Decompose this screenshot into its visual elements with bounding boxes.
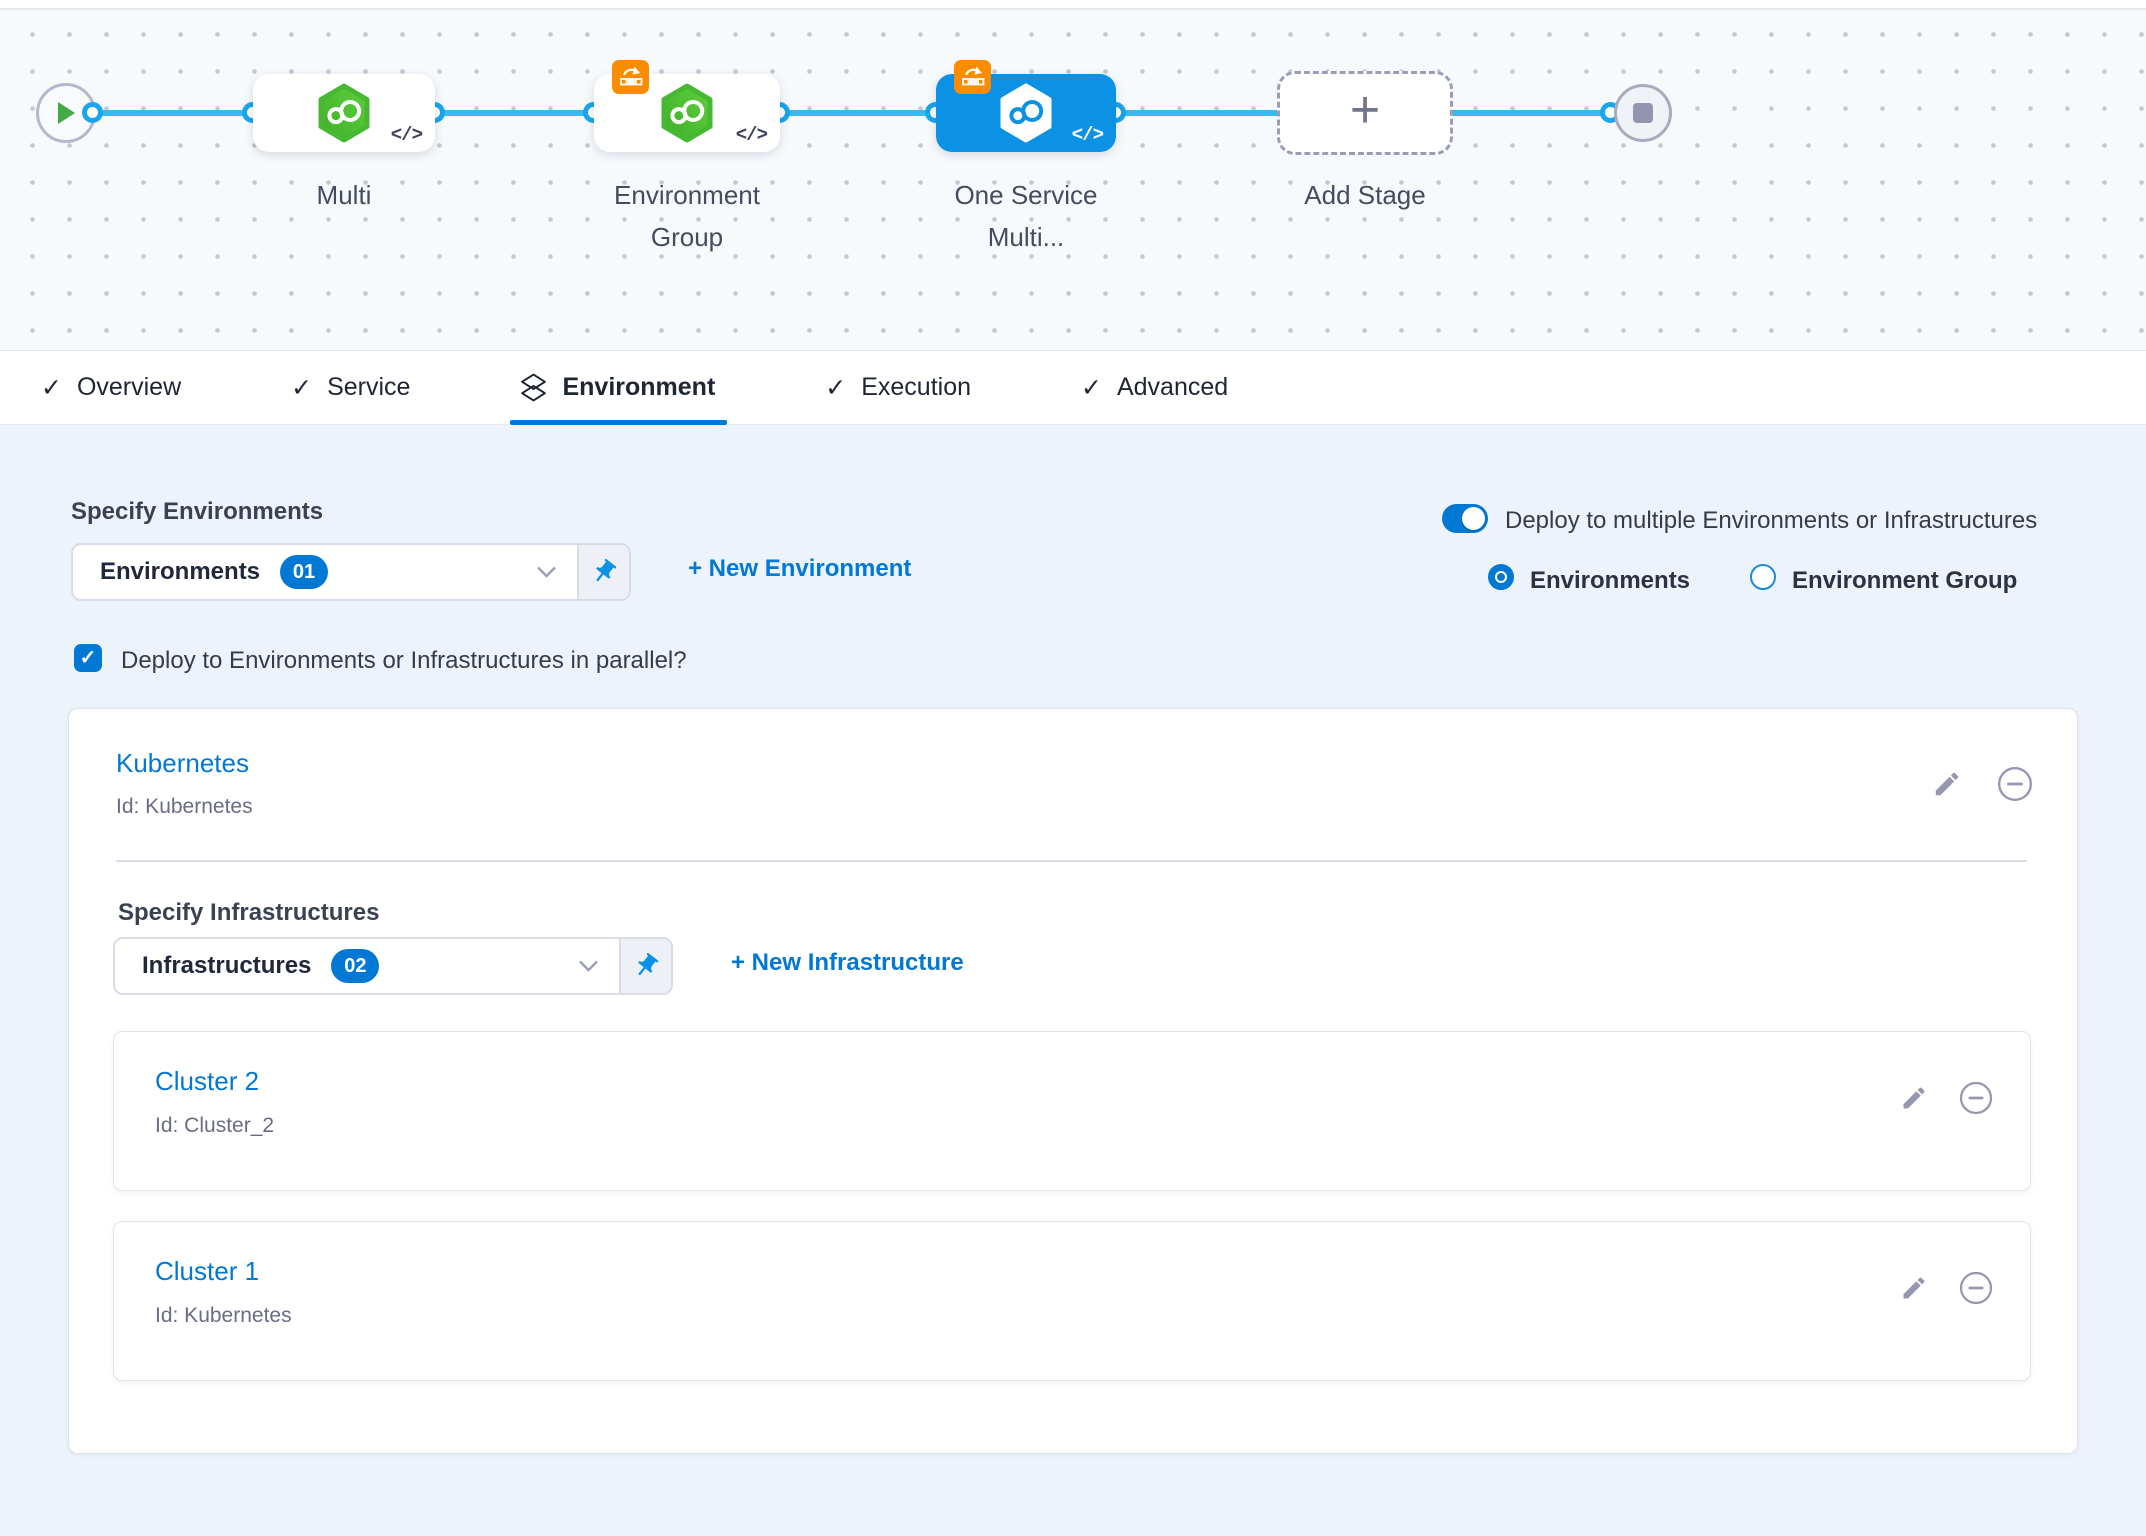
check-icon: ✓ bbox=[291, 373, 313, 402]
tab-overview[interactable]: ✓ Overview bbox=[41, 351, 181, 424]
rolling-deployment-badge-icon bbox=[612, 60, 649, 94]
infrastructure-name-link[interactable]: Cluster 1 bbox=[155, 1256, 260, 1286]
specify-environments-label: Specify Environments bbox=[71, 498, 324, 525]
tab-label: Advanced bbox=[1116, 373, 1229, 401]
pin-icon bbox=[638, 952, 659, 976]
play-icon bbox=[58, 102, 75, 124]
tab-service[interactable]: ✓ Service bbox=[291, 351, 410, 424]
pencil-icon bbox=[1903, 1277, 1925, 1299]
parallel-deploy-checkbox[interactable]: ✓ bbox=[74, 644, 102, 672]
chevron-down-icon bbox=[536, 566, 557, 579]
stage-label-environment-group: Environment Group bbox=[614, 180, 760, 252]
tab-environment[interactable]: Environment bbox=[510, 351, 728, 425]
yaml-code-icon: </> bbox=[735, 124, 768, 146]
deployment-stage-icon bbox=[318, 83, 370, 143]
pencil-icon bbox=[1903, 1087, 1925, 1109]
connector-port bbox=[82, 102, 103, 123]
infrastructures-select-value[interactable]: Infrastructures 02 bbox=[115, 939, 619, 993]
infrastructure-name-link[interactable]: Cluster 2 bbox=[155, 1066, 260, 1096]
remove-infrastructure-button[interactable] bbox=[1958, 1270, 1994, 1306]
chevron-down-icon bbox=[578, 960, 599, 973]
yaml-code-icon: </> bbox=[390, 124, 423, 146]
specify-infrastructures-label: Specify Infrastructures bbox=[118, 899, 380, 926]
environment-name-link[interactable]: Kubernetes bbox=[116, 748, 249, 778]
environment-layers-icon bbox=[521, 373, 547, 402]
stage-node-one-service-multi[interactable]: </> bbox=[936, 60, 1116, 152]
radio-environments-label[interactable]: Environments bbox=[1530, 567, 1691, 594]
radio-environment-group[interactable] bbox=[1750, 564, 1776, 590]
pipeline-end-node[interactable] bbox=[1614, 84, 1672, 142]
infrastructure-id: Id: Kubernetes bbox=[155, 1304, 292, 1327]
infrastructures-count-badge: 02 bbox=[331, 949, 380, 983]
rolling-deployment-badge-icon bbox=[954, 60, 991, 94]
pin-icon bbox=[596, 558, 617, 582]
card-divider bbox=[116, 860, 2027, 862]
pin-infrastructures-button[interactable] bbox=[619, 939, 671, 993]
minus-circle-icon bbox=[1997, 766, 2033, 802]
tab-execution[interactable]: ✓ Execution bbox=[825, 351, 971, 424]
parallel-deploy-checkbox-label[interactable]: Deploy to Environments or Infrastructure… bbox=[121, 647, 687, 674]
tab-label: Overview bbox=[76, 373, 182, 401]
toggle-knob bbox=[1462, 507, 1485, 530]
infrastructure-card: Cluster 1 Id: Kubernetes bbox=[113, 1221, 2031, 1381]
environments-count-badge: 01 bbox=[280, 555, 329, 589]
pencil-icon bbox=[1935, 772, 1959, 796]
stage-node-multi[interactable]: </> bbox=[253, 74, 435, 152]
deploy-multiple-toggle[interactable] bbox=[1442, 504, 1488, 533]
deployment-stage-icon bbox=[1000, 83, 1052, 143]
add-stage-button[interactable]: + bbox=[1277, 71, 1453, 155]
edit-environment-button[interactable] bbox=[1932, 769, 1962, 799]
stage-config-tabs: ✓ Overview ✓ Service Environment ✓ Execu… bbox=[0, 351, 2146, 425]
check-icon: ✓ bbox=[79, 647, 97, 669]
stage-node-environment-group[interactable]: </> bbox=[594, 60, 780, 152]
top-divider-bar bbox=[0, 0, 2146, 10]
new-infrastructure-link[interactable]: + New Infrastructure bbox=[731, 949, 964, 976]
stage-label-add-stage: Add Stage bbox=[1304, 180, 1426, 210]
edit-infrastructure-button[interactable] bbox=[1900, 1084, 1928, 1112]
infrastructure-id: Id: Cluster_2 bbox=[155, 1114, 275, 1137]
stage-label-one-service-multi: One Service Multi... bbox=[954, 180, 1098, 252]
environment-card: Kubernetes Id: Kubernetes Specify Infras… bbox=[68, 708, 2078, 1454]
minus-circle-icon bbox=[1959, 1271, 1993, 1305]
environment-id: Id: Kubernetes bbox=[116, 795, 253, 818]
radio-environment-group-label[interactable]: Environment Group bbox=[1792, 567, 2018, 594]
infrastructures-select[interactable]: Infrastructures 02 bbox=[113, 937, 673, 995]
tab-label: Service bbox=[327, 373, 411, 401]
yaml-code-icon: </> bbox=[1071, 124, 1104, 146]
infrastructure-card: Cluster 2 Id: Cluster_2 bbox=[113, 1031, 2031, 1191]
pipeline-start-node[interactable] bbox=[36, 83, 96, 143]
minus-circle-icon bbox=[1959, 1081, 1993, 1115]
stage-label-multi: Multi bbox=[316, 180, 372, 210]
check-icon: ✓ bbox=[825, 373, 847, 402]
tab-advanced[interactable]: ✓ Advanced bbox=[1081, 351, 1228, 424]
pipeline-connector-line bbox=[93, 110, 1611, 116]
check-icon: ✓ bbox=[1081, 373, 1102, 402]
environments-select-value[interactable]: Environments 01 bbox=[73, 545, 577, 599]
plus-icon: + bbox=[1349, 81, 1381, 139]
environments-select[interactable]: Environments 01 bbox=[71, 543, 631, 601]
tab-label: Execution bbox=[861, 373, 972, 401]
pin-environments-button[interactable] bbox=[577, 545, 629, 599]
radio-environments[interactable] bbox=[1488, 564, 1514, 590]
deployment-stage-icon bbox=[661, 83, 713, 143]
pipeline-canvas[interactable]: </> </> bbox=[0, 10, 2146, 351]
deploy-multiple-toggle-label: Deploy to multiple Environments or Infra… bbox=[1505, 507, 2038, 534]
new-environment-link[interactable]: + New Environment bbox=[688, 555, 912, 582]
remove-environment-button[interactable] bbox=[1996, 765, 2034, 803]
tab-label: Environment bbox=[562, 373, 716, 401]
environment-tab-panel: Specify Environments Environments 01 bbox=[0, 425, 2146, 1534]
stop-icon bbox=[1633, 103, 1653, 123]
edit-infrastructure-button[interactable] bbox=[1900, 1274, 1928, 1302]
remove-infrastructure-button[interactable] bbox=[1958, 1080, 1994, 1116]
check-icon: ✓ bbox=[41, 373, 62, 402]
